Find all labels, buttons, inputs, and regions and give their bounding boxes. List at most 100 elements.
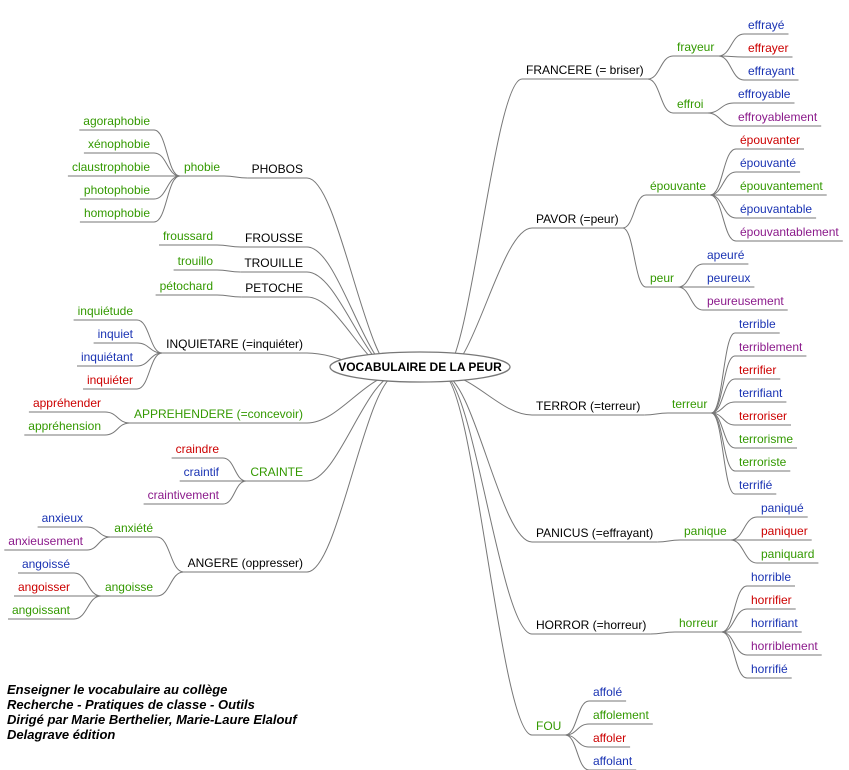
connector-line xyxy=(677,263,704,288)
node-phobie: phobie xyxy=(184,160,220,174)
node-effroyable: effroyable xyxy=(738,87,791,101)
node-angoisser: angoisser xyxy=(18,580,70,594)
connector-line xyxy=(216,244,242,248)
connector-line xyxy=(441,373,533,635)
node-apprehension: appréhension xyxy=(28,419,101,433)
connector-line xyxy=(222,480,247,505)
connector-line xyxy=(707,102,735,114)
node-terrible: terrible xyxy=(739,317,776,331)
node-petoche: PETOCHE xyxy=(245,281,303,295)
node-xenophobie: xénophobie xyxy=(88,137,150,151)
node-horrifiant: horrifiant xyxy=(751,616,798,630)
connector-line xyxy=(153,175,181,200)
connector-line xyxy=(222,457,247,482)
node-inquietare: INQUIETARE (=inquiéter) xyxy=(166,337,303,351)
connector-line xyxy=(441,373,533,543)
connector-line xyxy=(565,723,590,736)
connector-line xyxy=(711,332,736,414)
node-panique2: paniqué xyxy=(761,501,804,515)
node-panique: panique xyxy=(684,524,727,538)
connector-line xyxy=(136,342,163,354)
connector-line xyxy=(644,412,669,416)
node-terreur: terreur xyxy=(672,397,707,411)
node-homophobie: homophobie xyxy=(84,206,150,220)
connector-line xyxy=(622,194,647,229)
nodes: VOCABULAIRE DE LA PEUR FRANCERE (= brise… xyxy=(8,18,839,768)
node-peureux: peureux xyxy=(707,271,750,285)
node-inquiet: inquiet xyxy=(98,327,134,341)
node-terrifier: terrifier xyxy=(739,363,776,377)
node-epouvanter: épouvanter xyxy=(740,133,800,147)
node-angoisse: angoisse xyxy=(105,580,153,594)
connector-line xyxy=(711,355,736,414)
connector-line xyxy=(718,55,745,81)
connector-line xyxy=(707,112,735,127)
connector-line xyxy=(721,608,748,633)
node-apeure: apeuré xyxy=(707,248,745,262)
node-paniquer: paniquer xyxy=(761,524,808,538)
connector-line xyxy=(711,412,736,495)
node-epouvantable: épouvantable xyxy=(740,202,812,216)
node-horriblement: horriblement xyxy=(751,639,818,653)
connector-line xyxy=(86,536,111,551)
connector-line xyxy=(153,152,181,177)
node-trouille: TROUILLE xyxy=(244,256,303,270)
node-affole: affolé xyxy=(593,685,622,699)
connector-line xyxy=(216,294,242,298)
connector-line xyxy=(73,572,102,597)
node-peur: peur xyxy=(650,271,674,285)
node-horrifier: horrifier xyxy=(751,593,792,607)
connector-line xyxy=(104,422,130,436)
node-claustrophobie: claustrophobie xyxy=(72,160,150,174)
connector-line xyxy=(156,536,184,573)
node-epouvantablement: épouvantablement xyxy=(740,225,839,239)
node-francere: FRANCERE (= briser) xyxy=(526,63,644,77)
connector-line xyxy=(721,631,748,679)
node-inquietant: inquiétant xyxy=(81,350,134,364)
connector-line xyxy=(306,373,399,573)
node-craindre: craindre xyxy=(176,442,220,456)
node-epouvantement: épouvantement xyxy=(740,179,823,193)
node-affoler: affoler xyxy=(593,731,626,745)
node-terroriste: terroriste xyxy=(739,455,787,469)
connector-line xyxy=(718,33,745,57)
node-epouvante: épouvante xyxy=(650,179,706,193)
connector-line xyxy=(153,129,181,177)
node-anxiete: anxiété xyxy=(114,521,153,535)
connector-line xyxy=(153,175,181,223)
node-terriblement: terriblement xyxy=(739,340,803,354)
credit-line: Dirigé par Marie Berthelier, Marie-Laure… xyxy=(7,712,297,727)
node-affolement: affolement xyxy=(593,708,649,722)
credits: Enseigner le vocabulaire au collège Rech… xyxy=(7,682,427,742)
node-frayeur: frayeur xyxy=(677,40,714,54)
connector-line xyxy=(136,319,163,354)
node-crainte: CRAINTE xyxy=(250,465,303,479)
node-angoissant: angoissant xyxy=(12,603,71,617)
connector-line xyxy=(565,700,590,736)
node-terrorisme: terrorisme xyxy=(739,432,793,446)
connector-line xyxy=(104,411,130,424)
credit-line: Recherche - Pratiques de classe - Outils xyxy=(7,697,255,712)
node-effroi: effroi xyxy=(677,97,703,111)
credit-line: Delagrave édition xyxy=(7,727,116,742)
node-photophobie: photophobie xyxy=(84,183,150,197)
node-terrifiant: terrifiant xyxy=(739,386,783,400)
node-petochard: pétochard xyxy=(160,279,213,293)
node-inquietude: inquiétude xyxy=(78,304,134,318)
connector-line xyxy=(86,526,111,538)
center-node-ellipse xyxy=(329,351,511,383)
connector-line xyxy=(710,171,737,196)
node-agoraphobie: agoraphobie xyxy=(83,114,150,128)
node-froussard: froussard xyxy=(163,229,213,243)
node-craintif: craintif xyxy=(184,465,220,479)
connector-line xyxy=(136,352,163,367)
node-phobos: PHOBOS xyxy=(252,162,303,176)
center-node-label: VOCABULAIRE DE LA PEUR xyxy=(338,360,502,374)
connector-line xyxy=(441,78,523,375)
connector-line xyxy=(647,78,674,114)
node-terroriser: terroriser xyxy=(739,409,787,423)
connector-line xyxy=(711,378,736,414)
node-horrifie: horrifié xyxy=(751,662,788,676)
node-fou: FOU xyxy=(536,719,561,733)
node-apprehender: appréhender xyxy=(33,396,101,410)
